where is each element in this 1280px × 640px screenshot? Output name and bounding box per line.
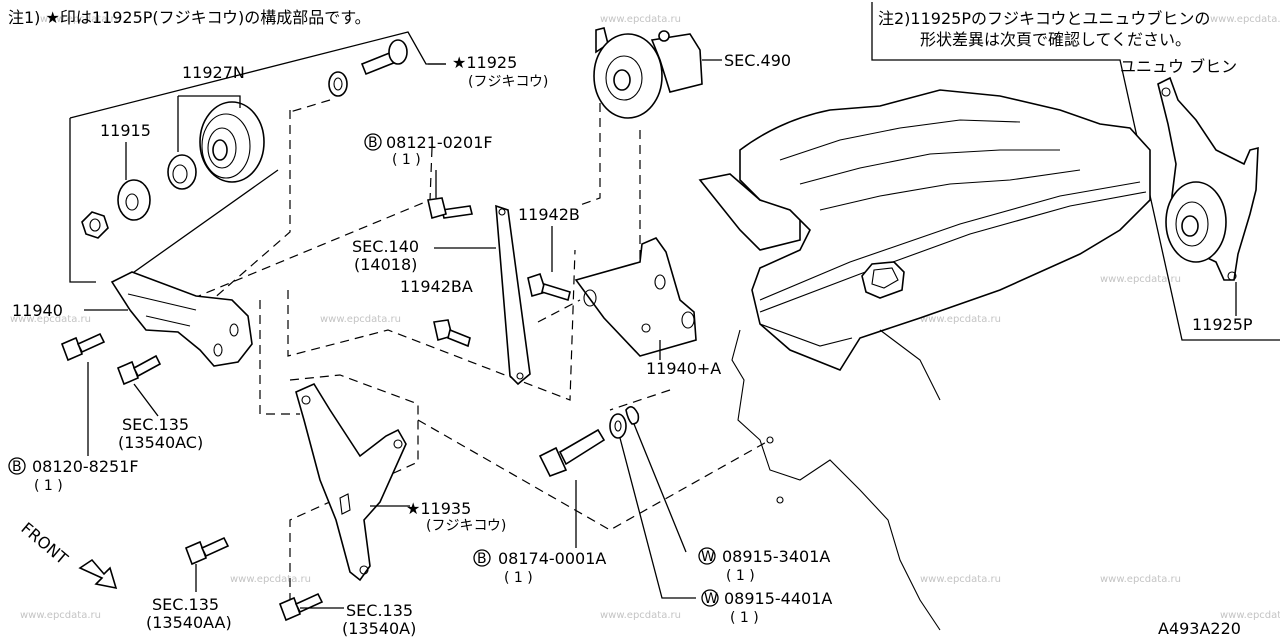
label-sec135-a: SEC.135 — [346, 601, 413, 620]
bolt-icon — [278, 592, 324, 622]
label-08915-3401-qty: ( 1 ) — [726, 568, 755, 584]
watermark: www.epcdata.ru — [10, 314, 91, 325]
watermark: www.epcdata.ru — [40, 14, 121, 25]
label-11940-A: 11940+A — [646, 359, 721, 378]
label-08915-3401A: 08915-3401A — [722, 547, 830, 566]
note-2-box: 注2)11925Pのフジキコウとユニュウブヒンの 形状差異は次頁で確認してくださ… — [871, 2, 1280, 341]
circle-b-08120: B — [12, 459, 22, 475]
note-2-line-2: 形状差異は次頁で確認してください。 — [920, 30, 1191, 49]
watermark: www.epcdata.ru — [1210, 14, 1280, 25]
note-1: 注1) ★印は11925P(フジキコウ)の構成部品です。 — [8, 8, 371, 27]
label-11925: ★11925 — [452, 53, 517, 72]
label-08121-qty: ( 1 ) — [392, 152, 421, 168]
label-sec135-aa-sub: (13540AA) — [146, 613, 232, 632]
watermark: www.epcdata.ru — [1220, 610, 1280, 621]
label-sec135-ac-sub: (13540AC) — [118, 433, 203, 452]
bracket-11940-a-icon — [574, 237, 697, 357]
bolt-icon — [116, 354, 162, 386]
bearing-icon — [167, 154, 197, 190]
label-08915-4401A: 08915-4401A — [724, 589, 832, 608]
bracket-11940-icon — [110, 271, 253, 367]
label-11942BA: 11942BA — [400, 277, 473, 296]
power-steering-pump-icon — [593, 27, 703, 119]
circle-b-08121: B — [368, 135, 378, 151]
label-sec140-sub: (14018) — [354, 255, 417, 274]
watermark: www.epcdata.ru — [1100, 574, 1181, 585]
bolt-icon — [433, 319, 471, 348]
label-11927N: 11927N — [182, 63, 245, 82]
circle-w-08915-4401: W — [704, 591, 718, 607]
label-11935-sub: (フジキコウ) — [426, 518, 506, 534]
washer-icon — [117, 179, 151, 221]
label-sec140: SEC.140 — [352, 237, 419, 256]
label-11940: 11940 — [12, 301, 63, 320]
diagram-code: A493A220 — [1158, 619, 1241, 638]
watermark: www.epcdata.ru — [1100, 274, 1181, 285]
bolt-icon — [184, 536, 230, 566]
front-label: FRONT — [17, 519, 71, 569]
label-11915: 11915 — [100, 121, 151, 140]
label-11925P: 11925P — [1192, 315, 1253, 334]
spacer-icon — [328, 71, 348, 97]
watermark: www.epcdata.ru — [230, 574, 311, 585]
inset-title: ユニュウ ブヒン — [1120, 57, 1237, 76]
bracket-11935-icon — [295, 382, 407, 582]
washer-icon — [625, 406, 640, 425]
label-sec490: SEC.490 — [724, 51, 791, 70]
bolt-icon — [60, 332, 106, 362]
watermark: www.epcdata.ru — [600, 14, 681, 25]
label-08174-qty: ( 1 ) — [504, 570, 533, 586]
watermark: www.epcdata.ru — [600, 610, 681, 621]
label-11935: ★11935 — [406, 499, 471, 518]
note-2-line-1: 注2)11925Pのフジキコウとユニュウブヒンの — [878, 9, 1210, 28]
label-08121-0201F: 08121-0201F — [386, 133, 493, 152]
nut-icon — [81, 211, 109, 239]
label-08120-8251F: 08120-8251F — [32, 457, 139, 476]
bolt-icon — [527, 272, 571, 302]
label-sec135-ac: SEC.135 — [122, 415, 189, 434]
watermark: www.epcdata.ru — [20, 610, 101, 621]
watermark: www.epcdata.ru — [920, 574, 1001, 585]
adjusting-bar-icon — [495, 204, 531, 386]
bolt-icon — [427, 197, 473, 220]
label-11925-sub: (フジキコウ) — [468, 74, 548, 90]
watermark: www.epcdata.ru — [920, 314, 1001, 325]
label-08174-0001A: 08174-0001A — [498, 549, 606, 568]
idler-pulley-icon — [199, 101, 265, 183]
label-11942B: 11942B — [518, 205, 580, 224]
label-sec135-aa: SEC.135 — [152, 595, 219, 614]
label-sec135-a-sub: (13540A) — [342, 619, 416, 638]
inset-bracket-icon — [1157, 76, 1259, 281]
engine-block-icon — [698, 89, 1151, 631]
circle-w-08915-3401: W — [701, 549, 715, 565]
washer-icon — [609, 413, 627, 439]
bolt-icon — [360, 39, 408, 76]
label-08120-qty: ( 1 ) — [34, 478, 63, 494]
label-08915-4401-qty: ( 1 ) — [730, 610, 759, 626]
watermark: www.epcdata.ru — [320, 314, 401, 325]
front-arrow-icon — [78, 558, 118, 590]
bolt-icon — [538, 428, 606, 478]
circle-b-08174: B — [477, 551, 487, 567]
